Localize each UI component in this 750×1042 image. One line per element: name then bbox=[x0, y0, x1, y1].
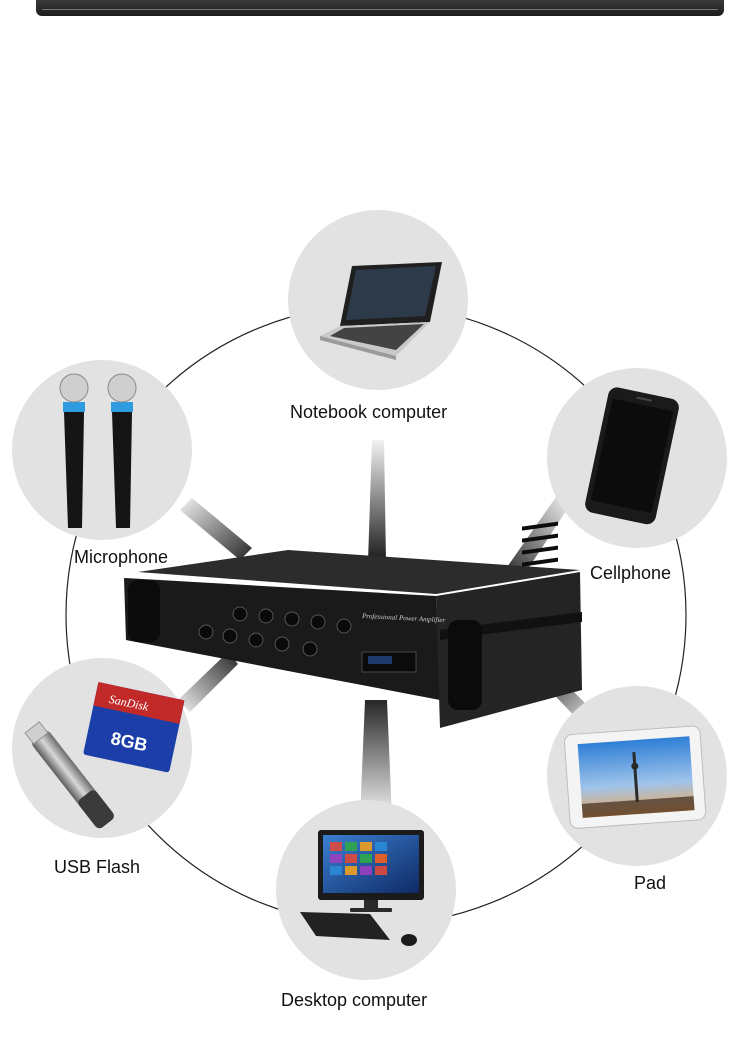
signal-beams bbox=[178, 440, 598, 818]
usb-sd-card-icon: SanDisk 8GB bbox=[24, 682, 185, 829]
usb-node: SanDisk 8GB bbox=[12, 658, 192, 838]
tablet-icon bbox=[564, 725, 707, 829]
device-label-desktop: Desktop computer bbox=[281, 990, 428, 1010]
desktop-computer-icon bbox=[300, 830, 424, 946]
smartphone-icon bbox=[585, 387, 679, 525]
amp-left-handle bbox=[128, 580, 160, 642]
product-edge-top bbox=[36, 0, 724, 16]
microphone-icon bbox=[59, 373, 137, 528]
device-label-cellphone: Cellphone bbox=[590, 563, 672, 583]
amp-knobs bbox=[198, 606, 352, 657]
device-label-usb: USB Flash bbox=[54, 857, 141, 877]
amp-right-handle bbox=[448, 620, 482, 710]
desktop-node bbox=[276, 800, 456, 980]
power-amplifier: Professional Power Amplifier bbox=[124, 521, 582, 728]
amplifier-vents bbox=[522, 521, 558, 567]
cellphone-node bbox=[547, 368, 727, 548]
notebook-node bbox=[288, 210, 468, 390]
device-label-microphone: Microphone bbox=[74, 547, 169, 567]
device-label-pad: Pad bbox=[634, 873, 667, 893]
microphone-node bbox=[12, 360, 192, 540]
laptop-icon bbox=[320, 262, 442, 360]
device-label-notebook: Notebook computer bbox=[290, 402, 448, 422]
pad-node bbox=[547, 686, 727, 866]
